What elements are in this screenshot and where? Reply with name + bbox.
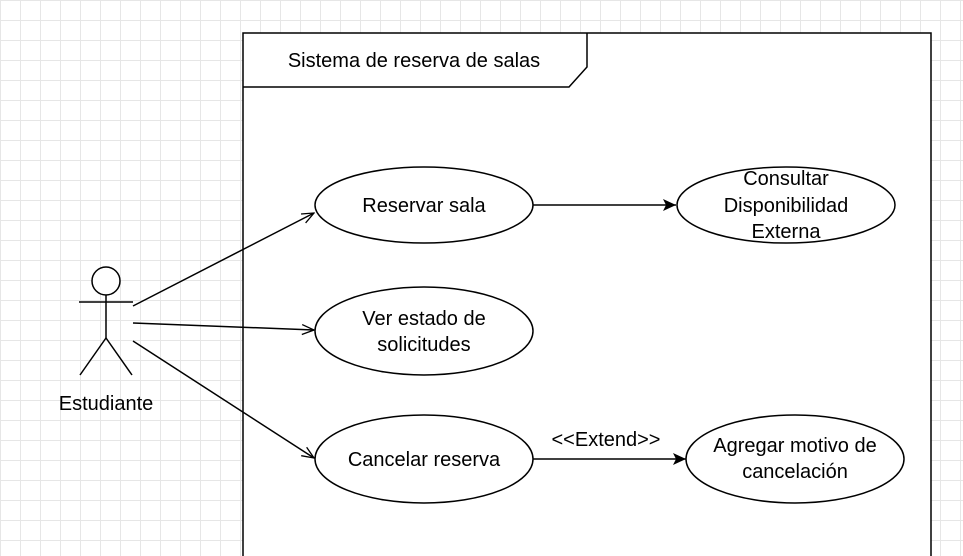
- use-case-ver-estado-label-1: Ver estado de: [362, 308, 485, 330]
- use-case-consultar-ellipse[interactable]: [676, 166, 896, 244]
- use-case-consultar-disponibilidad[interactable]: Consultar Disponibilidad Externa: [676, 166, 896, 244]
- use-case-cancelar-reserva[interactable]: Cancelar reserva: [314, 414, 534, 504]
- association-ver-estado: [132, 322, 314, 330]
- actor-right-leg: [105, 337, 133, 376]
- use-case-reservar-sala[interactable]: Reservar sala: [314, 166, 534, 244]
- use-case-agregar-label-1: Agregar motivo de: [713, 435, 876, 457]
- use-case-ver-estado-label-2: solicitudes: [377, 334, 470, 356]
- use-case-agregar-ellipse[interactable]: [685, 414, 905, 504]
- actor-head: [91, 266, 121, 296]
- use-case-agregar-motivo[interactable]: Agregar motivo de cancelación: [685, 414, 905, 504]
- actor-left-leg: [79, 337, 107, 376]
- system-title: Sistema de reserva de salas: [288, 50, 540, 72]
- association-reservar: [132, 213, 314, 307]
- use-case-ver-estado-ellipse[interactable]: [314, 286, 534, 376]
- use-case-ver-estado[interactable]: Ver estado de solicitudes: [314, 286, 534, 376]
- use-case-agregar-label-2: cancelación: [742, 461, 848, 483]
- use-case-consultar-label-2: Disponibilidad: [724, 195, 849, 217]
- actor-label: Estudiante: [59, 393, 154, 415]
- actor-estudiante: Estudiante: [59, 266, 154, 415]
- association-cancelar: [132, 340, 314, 458]
- use-case-cancelar-label: Cancelar reserva: [348, 449, 501, 471]
- use-case-reservar-label: Reservar sala: [362, 195, 486, 217]
- use-case-consultar-label-1: Consultar: [743, 168, 829, 190]
- system-title-tab: [243, 33, 588, 88]
- extend-label: <<Extend>>: [552, 429, 661, 451]
- use-case-consultar-label-3: Externa: [752, 221, 822, 243]
